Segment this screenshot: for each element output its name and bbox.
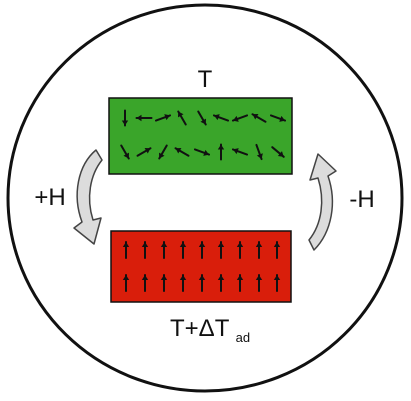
spin-arrow-icon (212, 114, 230, 122)
spin-arrow-icon (236, 274, 244, 292)
disordered-spins (120, 109, 287, 161)
spin-arrow-icon (141, 274, 149, 292)
curved-up-arrow-icon (308, 153, 337, 251)
spin-arrow-icon (154, 114, 172, 122)
spin-arrow-icon (122, 241, 130, 259)
curved-down-arrow-icon (73, 149, 103, 245)
disordered-spin-block (108, 97, 293, 175)
ordered-spin-block (110, 230, 292, 303)
spin-arrow-icon (271, 146, 285, 158)
spin-arrow-icon (122, 274, 130, 292)
top-state-label: T (198, 66, 213, 93)
spin-arrow-icon (197, 110, 207, 126)
ordered-spins (122, 241, 281, 292)
bottom-state-main: T+ΔT (170, 315, 230, 342)
spin-arrow-icon (120, 144, 130, 160)
spin-arrow-icon (160, 241, 168, 259)
spin-arrow-icon (158, 144, 168, 160)
left-field-label: +H (34, 184, 65, 211)
spin-arrow-icon (273, 241, 281, 259)
spin-arrow-icon (255, 274, 263, 292)
spin-arrow-icon (231, 148, 249, 156)
spin-arrow-icon (135, 114, 153, 122)
spin-arrow-icon (179, 274, 187, 292)
bottom-state-label: T+ΔT ad (170, 315, 250, 345)
spin-arrow-icon (193, 148, 211, 156)
spin-arrow-icon (255, 143, 263, 161)
bottom-state-subscript: ad (236, 330, 250, 345)
spin-arrow-icon (217, 241, 225, 259)
spin-arrow-icon (251, 113, 267, 123)
spin-arrow-icon (160, 274, 168, 292)
spin-arrow-icon (273, 274, 281, 292)
spin-arrow-icon (255, 241, 263, 259)
spin-arrow-icon (269, 114, 287, 122)
spin-arrow-icon (136, 147, 152, 157)
right-field-label: -H (349, 186, 374, 213)
outer-circle (6, 3, 404, 393)
spin-arrow-icon (231, 114, 249, 122)
spin-arrow-icon (179, 241, 187, 259)
spin-arrow-icon (198, 274, 206, 292)
spin-arrow-icon (121, 109, 129, 127)
spin-arrow-icon (236, 241, 244, 259)
spin-arrow-icon (217, 274, 225, 292)
spin-arrow-icon (174, 147, 190, 157)
spin-arrow-icon (141, 241, 149, 259)
spin-arrow-icon (198, 241, 206, 259)
spin-arrow-icon (177, 110, 187, 126)
spin-arrow-icon (217, 143, 225, 161)
